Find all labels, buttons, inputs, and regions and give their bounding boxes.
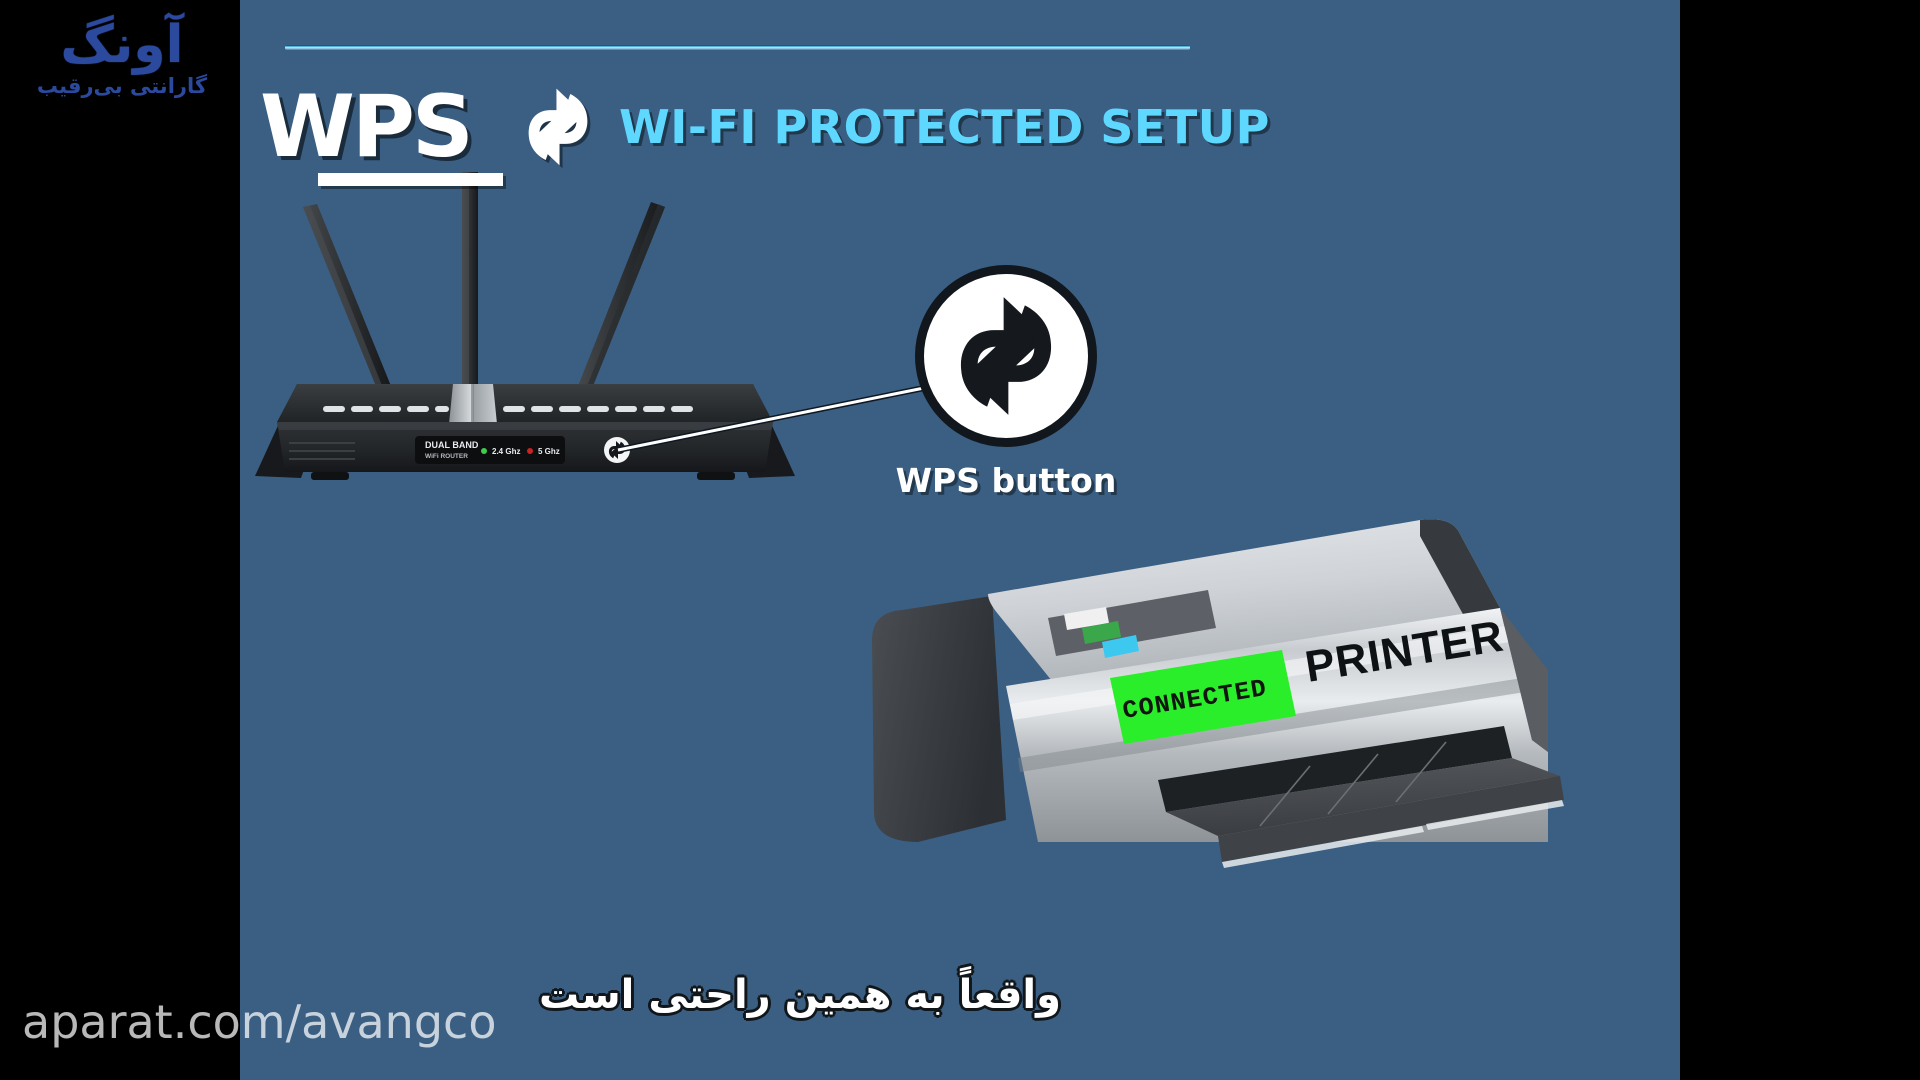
printer-output-slot: [1158, 726, 1512, 812]
printer-front-shadow: [1018, 678, 1525, 772]
printer-illustration: CONNECTED PRINTER: [872, 519, 1564, 868]
router-antenna-right: [578, 202, 665, 391]
router-vents-left: [323, 406, 449, 412]
wps-acronym-wrap: WPS: [260, 77, 505, 186]
router-wps-button[interactable]: [604, 437, 630, 463]
printer-tray-edge-highlight-2: [1426, 800, 1564, 830]
router-antenna-left: [303, 204, 391, 391]
router-band-24-label: 2.4 Ghz: [492, 447, 520, 456]
headline-row: WPS WI-FI PROTECTED SETUP: [240, 72, 1680, 186]
wifi-router-illustration: DUAL BAND WiFi ROUTER 2.4 Ghz 5 Ghz: [255, 172, 795, 480]
top-accent-rule: [285, 45, 1190, 50]
router-led-5ghz: [527, 448, 533, 454]
power-button[interactable]: [1064, 607, 1109, 630]
wifi-button[interactable]: [1102, 635, 1139, 658]
brand-tagline: گارانتی بی‌رقیب: [36, 73, 208, 98]
letterbox-bar-right: [1680, 0, 1920, 1080]
router-badge-line2: WiFi ROUTER: [425, 453, 468, 460]
printer-left-endcap: [872, 596, 1006, 842]
router-foot-left: [311, 472, 349, 480]
brand-name: آونگ: [60, 15, 185, 75]
start-button[interactable]: [1082, 621, 1121, 644]
video-canvas: WPS WI-FI PROTECTED SETUP: [240, 0, 1680, 1080]
router-badge-plate: [415, 436, 565, 464]
printer-right-side: [1500, 608, 1548, 752]
printer-tray-lip: [1218, 776, 1564, 862]
printer-tray-grooves: [1259, 741, 1447, 827]
router-top-deck: [277, 384, 773, 422]
wps-acronym-underline: [318, 173, 503, 186]
router-antenna-center: [462, 172, 478, 396]
router-foot-right: [697, 472, 735, 480]
wps-button-callout[interactable]: WPS button: [896, 265, 1116, 500]
printer-lcd-display: [1110, 650, 1296, 744]
wps-arrows-icon: [528, 88, 588, 166]
router-band-5-label: 5 Ghz: [538, 447, 560, 456]
printer-tray-edge-highlight: [1222, 826, 1424, 868]
wps-arrows-icon: [960, 297, 1052, 415]
headline-expansion: WI-FI PROTECTED SETUP: [619, 100, 1270, 154]
brand-logo: آونگ گارانتی بی‌رقیب: [22, 18, 222, 98]
router-side-louvres: [289, 442, 355, 460]
letterbox-bar-left: [0, 0, 240, 1080]
wps-button-label: WPS button: [895, 461, 1117, 500]
wps-acronym: WPS: [260, 77, 474, 177]
printer-output-tray: [1166, 758, 1560, 836]
router-led-24ghz: [481, 448, 487, 454]
wps-button-disc: [915, 265, 1097, 447]
router-front-highlight: [277, 422, 773, 430]
printer-control-buttons: [1064, 607, 1139, 658]
router-strip-seam: [471, 384, 474, 424]
aparat-watermark: aparat.com/avangco: [22, 995, 497, 1049]
router-badge-line1: DUAL BAND: [425, 440, 479, 450]
persian-caption: واقعاً به همین راحتی است: [539, 972, 1061, 1018]
printer-rear-rail: [1420, 519, 1500, 616]
